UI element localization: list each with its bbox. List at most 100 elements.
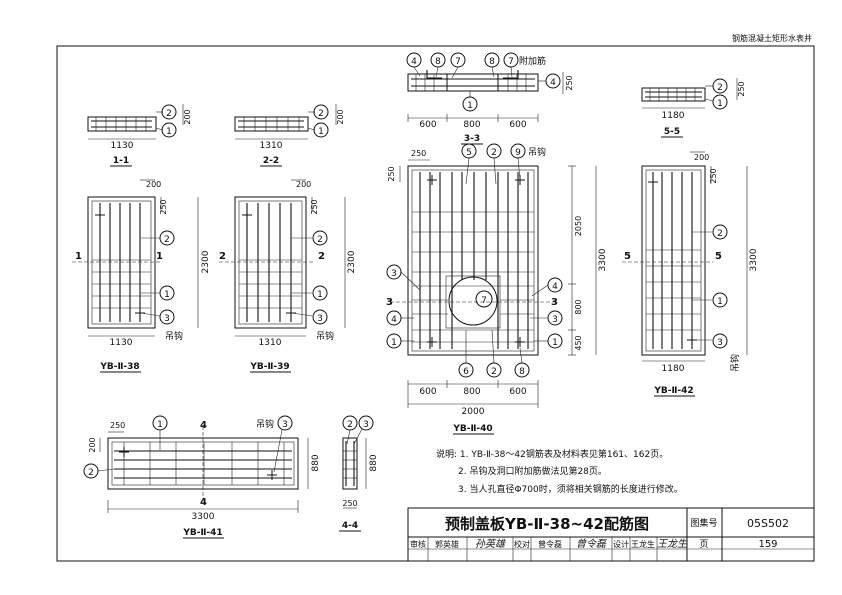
dimension-label: 250: [411, 149, 426, 158]
dimension-label: 1180: [662, 111, 685, 121]
design-label: 设计: [613, 539, 629, 549]
hook-label: 吊钩: [256, 418, 274, 430]
cut-marker-right: 1: [156, 251, 163, 262]
cut-marker-left: 3: [386, 297, 393, 308]
hook-label: 吊钩: [165, 330, 183, 342]
callout-label: 3: [317, 314, 323, 324]
hook-label: 吊钩: [528, 146, 546, 158]
callout-label: 1: [467, 101, 473, 111]
reviewer-name: 郭英雄: [435, 539, 459, 549]
dimension-label: 200: [146, 180, 161, 189]
hook-label: 吊钩: [729, 354, 741, 372]
callout-label: 2: [717, 83, 723, 93]
cut-marker-right: 5: [715, 251, 722, 262]
dimension-label: 200: [183, 109, 192, 124]
callout-label: 1: [317, 290, 323, 300]
dimension-label: 250: [110, 421, 125, 430]
callout-label: 2: [317, 235, 323, 245]
dimension-label: 450: [574, 335, 583, 350]
callout-label: 7: [455, 57, 461, 67]
dimension-label: 600: [509, 387, 526, 397]
dimension-label: 880: [369, 454, 379, 471]
callout-label: 7: [508, 57, 514, 67]
dimension-label: 3300: [598, 248, 608, 271]
drawing-title: 预制盖板YB-Ⅱ-38~42配筋图: [445, 515, 649, 533]
callout-label: 2: [491, 367, 497, 377]
callout-label: 1: [166, 127, 172, 137]
designer-name: 王龙生: [631, 539, 655, 549]
dimension-label: 600: [419, 387, 436, 397]
callout-label: 7: [481, 296, 487, 306]
callout-label: 4: [552, 282, 558, 292]
designer-signature: 王龙生: [657, 538, 688, 550]
callout-label: 1: [157, 420, 163, 430]
callout-label: 9: [515, 148, 521, 158]
section-label: 5-5: [664, 127, 680, 137]
checker-signature: 曾令磊: [576, 538, 607, 550]
callout-label: 1: [552, 338, 558, 348]
callout-label: 2: [164, 235, 170, 245]
dimension-label: 600: [509, 120, 526, 130]
title-block: 预制盖板YB-Ⅱ-38~42配筋图 图集号 05S502 审核 郭英雄 孙英雄 …: [407, 507, 815, 562]
atlas-number: 05S502: [747, 517, 789, 530]
callout-label: 1: [318, 127, 324, 137]
dimension-label: 2300: [347, 250, 357, 273]
callout-label: 3: [717, 338, 723, 348]
header-title: 钢筋混凝土矩形水表井: [732, 33, 812, 43]
callout-label: 2: [88, 468, 94, 478]
callout-label: 3: [391, 269, 397, 279]
callout-label: 2: [717, 229, 723, 239]
dimension-label: 1310: [259, 338, 282, 348]
section-2-2: 2 1 200 1310 2-2: [234, 104, 345, 167]
callout-label: 2: [491, 148, 497, 158]
dimension-label: 1310: [260, 141, 283, 151]
cut-marker-left: 1: [75, 251, 82, 262]
reviewer-signature: 孙英雄: [475, 538, 506, 550]
dimension-label: 200: [694, 153, 709, 162]
callout-label: 4: [411, 57, 417, 67]
page-label: 页: [699, 539, 708, 550]
plan-label: YB-Ⅱ-39: [249, 362, 289, 372]
dimension-label: 800: [463, 387, 480, 397]
cut-marker-right: 3: [551, 297, 558, 308]
dimension-label: 2050: [574, 216, 583, 236]
callout-label: 3: [164, 314, 170, 324]
dimension-label: 200: [296, 180, 311, 189]
checker-name: 曾令磊: [538, 539, 562, 549]
note-line-3: 3. 当人孔直径Φ700时，须将相关钢筋的长度进行修改。: [458, 483, 683, 495]
section-label: 2-2: [263, 156, 279, 166]
dimension-label: 1180: [662, 364, 685, 374]
dimension-label: 200: [88, 437, 97, 452]
callout-label: 3: [363, 420, 369, 430]
section-5-5: 2 1 250 1180 5-5: [641, 78, 746, 138]
callout-label: 4: [550, 78, 556, 88]
plan-label: YB-Ⅱ-38: [99, 362, 139, 372]
note-line-1: 说明: 1. YB-Ⅱ-38～42钢筋表及材料表见第161、162页。: [436, 448, 668, 460]
callout-label: 1: [164, 290, 170, 300]
section-1-1: 2 1 200 1130 1-1: [87, 104, 192, 167]
cut-marker-left: 2: [219, 251, 226, 262]
callout-label: 5: [466, 148, 472, 158]
section-label: 3-3: [464, 134, 480, 144]
callout-label: 6: [463, 367, 469, 377]
note-additional-bars: 附加筋: [519, 55, 546, 67]
dimension-label: 3300: [192, 512, 215, 522]
cut-marker-left: 5: [624, 251, 631, 262]
cut-marker-bottom: 4: [200, 497, 207, 508]
atlas-label: 图集号: [690, 517, 717, 529]
dimension-label: 800: [463, 120, 480, 130]
page-number: 159: [758, 539, 777, 550]
dimension-label: 880: [311, 454, 321, 471]
callout-label: 8: [489, 57, 495, 67]
dimension-label: 2300: [201, 250, 211, 273]
callout-label: 1: [717, 297, 723, 307]
hook-label: 吊钩: [316, 330, 334, 342]
review-label: 审核: [410, 539, 426, 549]
dimension-label: 250: [342, 499, 357, 508]
callout-label: 3: [282, 420, 288, 430]
dimension-label: 800: [574, 299, 583, 314]
dimension-label: 600: [419, 120, 436, 130]
plan-label: YB-Ⅱ-40: [452, 424, 492, 434]
cut-marker-right: 2: [318, 251, 325, 262]
